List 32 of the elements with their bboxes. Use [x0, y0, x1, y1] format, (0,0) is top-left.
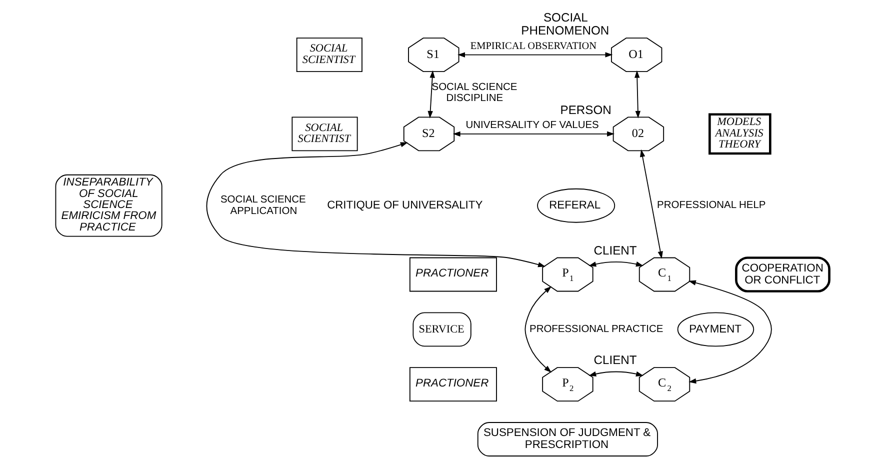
- arrow: [206, 142, 546, 268]
- node-box: PRACTIONER: [409, 367, 497, 402]
- arrow: [428, 70, 435, 118]
- arrow: [640, 149, 663, 259]
- edge-label: PROFESSIONAL HELP: [657, 200, 766, 212]
- node-box: INSEPARABILITY OF SOCIAL SCIENCE EMIRICISM FROM PRACTICE: [55, 174, 162, 237]
- node-ellipse: PAYMENT: [677, 312, 754, 347]
- arrow: [688, 280, 772, 384]
- node-box: SUSPENSION OF JUDGMENT & PRESCRIPTION: [477, 422, 658, 456]
- node-box: SOCIAL SCIENTIST: [292, 116, 358, 152]
- arrow: [588, 371, 644, 376]
- edge-label: UNIVERSALITY OF VALUES: [466, 120, 599, 132]
- node-box: PRACTIONER: [409, 257, 497, 292]
- edge-label: EMPIRICAL OBSERVATION: [470, 41, 597, 52]
- node-label: CLIENT: [594, 353, 637, 368]
- node-label: PERSON: [560, 102, 612, 117]
- node-label: CLIENT: [594, 243, 637, 258]
- label: CRITIQUE OF UNIVERSALITY: [327, 199, 483, 212]
- node-ellipse: REFERAL: [537, 188, 616, 223]
- arrow: [634, 70, 641, 118]
- node-label: SOCIAL PHENOMENON: [521, 10, 610, 38]
- arrow: [452, 131, 614, 137]
- edge-label: PROFESSIONAL PRACTICE: [530, 324, 664, 336]
- edge-label: SOCIAL SCIENCE APPLICATION: [220, 194, 306, 217]
- arrow: [524, 286, 552, 373]
- node-box: COOPERATION OR CONFLICT: [735, 256, 830, 292]
- arrow: [588, 261, 644, 267]
- node-box: SERVICE: [412, 312, 472, 347]
- node-box: MODELS ANALYSIS THEORY: [708, 113, 772, 155]
- edge-label: SOCIAL SCIENCE DISCIPLINE: [432, 82, 518, 104]
- arrow: [458, 52, 613, 58]
- node-box: SOCIAL SCIENTIST: [296, 38, 362, 72]
